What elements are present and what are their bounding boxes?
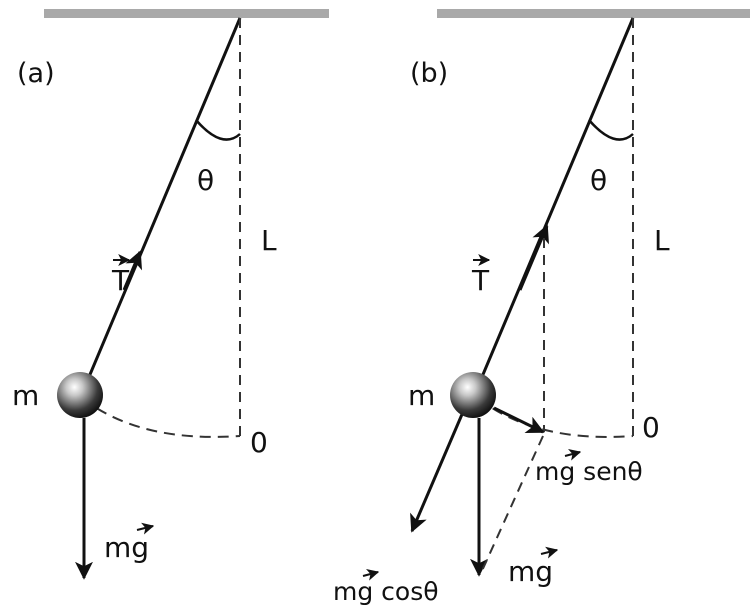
string-a [84,17,242,385]
weight-label-b: mg [508,555,553,588]
tension-arrow-a [122,250,143,291]
length-label-b: L [654,224,670,257]
component-guide-b [480,435,544,574]
origin-label-a: 0 [250,426,268,459]
weight-vector-arrow-b [540,546,559,559]
panel-b: (b) θ L m 0 T mg senθ mg mg cosθ [333,9,750,606]
swing-path-b [477,397,634,438]
origin-label-b: 0 [642,411,660,444]
angle-arc-b [588,119,634,141]
mass-label-b: m [408,379,435,412]
angle-label-a: θ [197,164,214,197]
panel-tag-a: (a) [17,58,55,89]
length-label-a: L [261,224,277,257]
tension-label-a: T [111,264,130,297]
pendulum-bob-a [57,372,103,418]
weight-vector-arrow-a [136,522,155,535]
tension-arrow-b [518,224,549,291]
mass-label-a: m [12,379,39,412]
panel-a: (a) θ L m 0 T ⃗ mg [12,9,329,580]
panel-tag-b: (b) [410,58,448,89]
tangential-arrow-b [493,406,545,434]
radial-label-b: mg cosθ [333,577,439,606]
string-b [477,17,635,385]
radial-vector-arrow-b [362,568,380,581]
radial-arrow-b [410,411,465,533]
angle-label-b: θ [590,164,607,197]
swing-path-a [81,397,241,438]
tension-label-b: T [471,264,490,297]
ceiling-b [437,9,750,18]
pendulum-bob-b [450,372,496,418]
angle-arc-a [195,119,241,141]
tangential-vector-arrow-b [564,448,582,461]
tangential-label-b: mg senθ [535,457,643,486]
weight-label-a: mg [104,531,149,564]
ceiling-a [44,9,329,18]
